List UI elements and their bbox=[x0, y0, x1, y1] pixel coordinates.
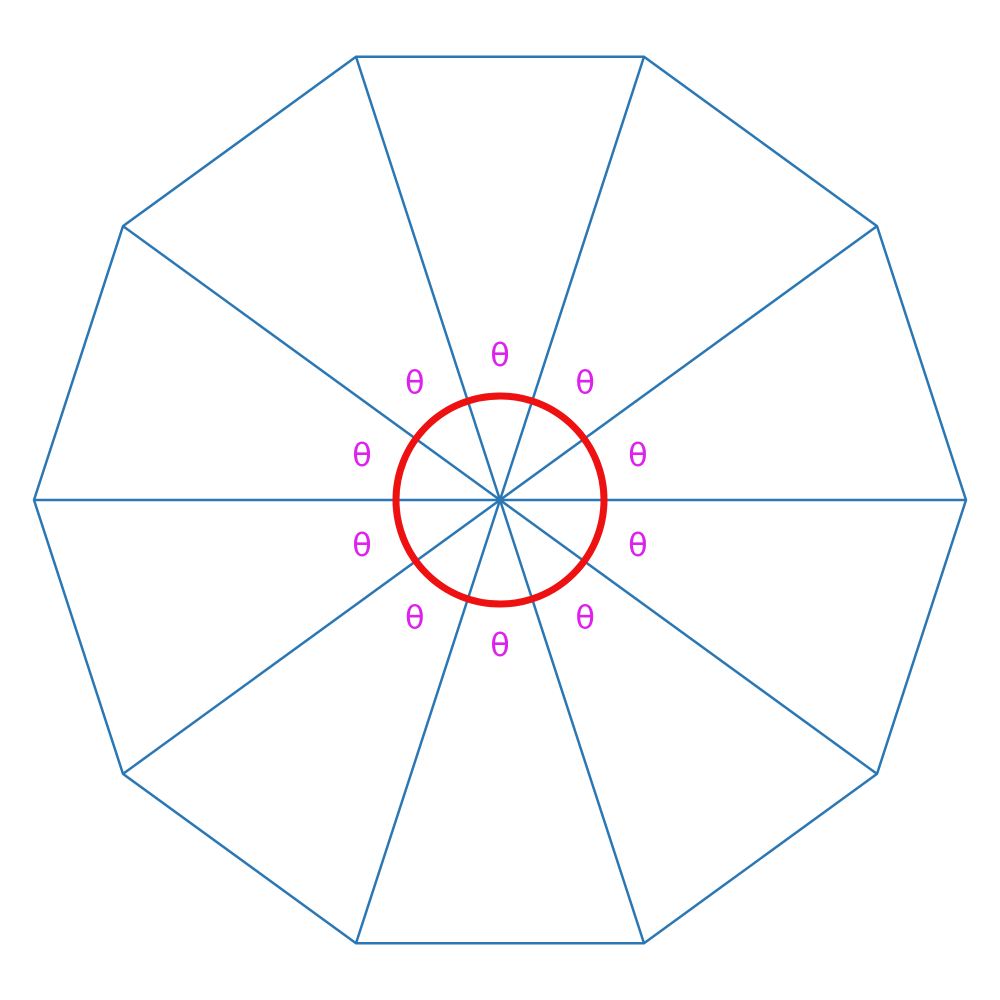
spoke-4 bbox=[354, 56, 502, 501]
angle-label-1: θ bbox=[628, 436, 648, 474]
spokes bbox=[34, 56, 966, 944]
angle-label-7: θ bbox=[405, 598, 425, 636]
angle-label-4: θ bbox=[405, 364, 425, 402]
decagon-outline bbox=[32, 55, 968, 945]
spoke-3 bbox=[498, 56, 646, 501]
angle-label-10: θ bbox=[628, 526, 648, 564]
spoke-7 bbox=[122, 498, 501, 775]
spoke-9 bbox=[498, 499, 646, 944]
angle-label-8: θ bbox=[490, 626, 510, 664]
angle-label-6: θ bbox=[352, 526, 372, 564]
spoke-10 bbox=[499, 498, 878, 775]
angle-label-2: θ bbox=[575, 364, 595, 402]
spoke-2 bbox=[499, 225, 878, 502]
angle-label-3: θ bbox=[490, 336, 510, 374]
spoke-8 bbox=[354, 499, 502, 944]
angle-marker-circle bbox=[392, 392, 608, 608]
angle-label-9: θ bbox=[575, 598, 595, 636]
spoke-5 bbox=[122, 225, 501, 502]
angle-label-5: θ bbox=[352, 436, 372, 474]
